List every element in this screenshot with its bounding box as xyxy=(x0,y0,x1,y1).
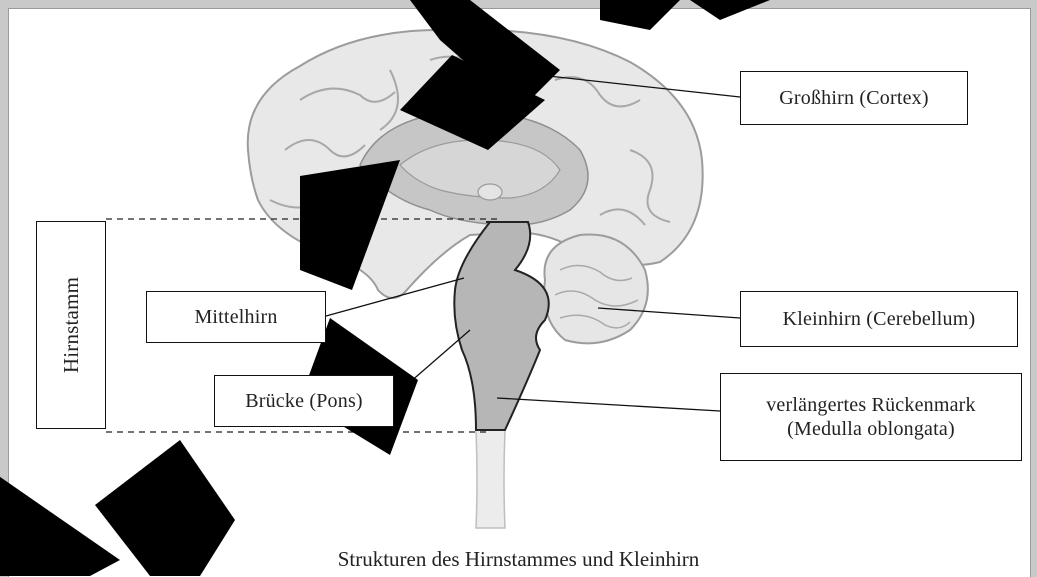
cerebellum xyxy=(544,234,648,343)
cortex-label: Großhirn (Cortex) xyxy=(740,71,968,125)
medulla-leader xyxy=(497,398,720,411)
cortex-label-text: Großhirn (Cortex) xyxy=(779,86,928,110)
midbrain-label-text: Mittelhirn xyxy=(194,305,277,329)
pons-label: Brücke (Pons) xyxy=(214,375,394,427)
brainstem-label: Hirnstamm xyxy=(36,221,106,429)
medulla-label-line1: verlängertes Rückenmark xyxy=(766,393,976,417)
pons-label-text: Brücke (Pons) xyxy=(245,389,363,413)
figure-caption: Strukturen des Hirnstammes und Kleinhirn xyxy=(0,547,1037,572)
midbrain-label: Mittelhirn xyxy=(146,291,326,343)
medulla-label-line2: (Medulla oblongata) xyxy=(787,417,955,441)
cerebellum-label-text: Kleinhirn (Cerebellum) xyxy=(783,307,976,331)
cerebellum-label: Kleinhirn (Cerebellum) xyxy=(740,291,1018,347)
spinal-cord xyxy=(476,430,505,528)
medulla-label: verlängertes Rückenmark (Medulla oblonga… xyxy=(720,373,1022,461)
brainstem-label-text: Hirnstamm xyxy=(59,277,83,373)
